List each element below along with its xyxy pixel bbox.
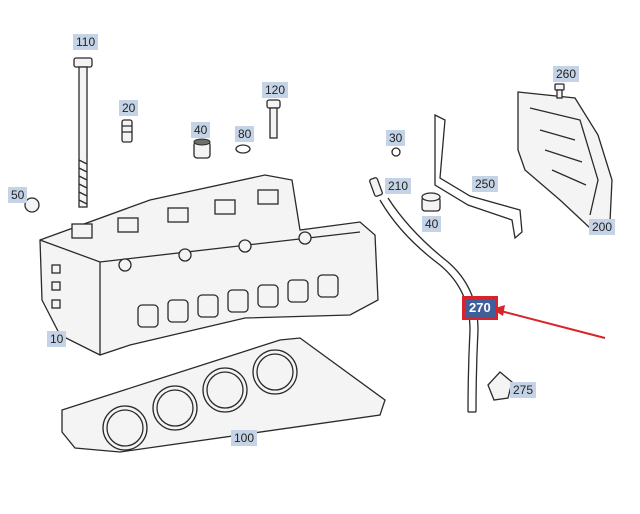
dowel-sleeve[interactable] (121, 119, 133, 143)
cover-screw[interactable] (554, 83, 565, 99)
callout-40-left[interactable]: 40 (191, 122, 211, 138)
callout-120[interactable]: 120 (262, 82, 289, 98)
stud-bolt[interactable] (266, 99, 281, 139)
callout-10[interactable]: 10 (47, 331, 67, 347)
vent-hose[interactable] (369, 177, 479, 413)
plug-right[interactable] (421, 192, 441, 212)
hose-clip[interactable] (487, 371, 513, 401)
small-seal[interactable] (391, 147, 401, 157)
cylinder-head[interactable] (39, 174, 379, 356)
callout-100[interactable]: 100 (231, 430, 258, 446)
cover-gasket[interactable] (434, 113, 523, 240)
callout-80[interactable]: 80 (235, 126, 255, 142)
cylinder-head-gasket[interactable] (61, 337, 386, 453)
cylinder-head-bolt[interactable] (73, 57, 93, 208)
sealing-ring[interactable] (235, 144, 251, 154)
callout-30[interactable]: 30 (386, 130, 406, 146)
callout-20[interactable]: 20 (119, 100, 139, 116)
callout-270[interactable]: 270 (462, 296, 498, 320)
callout-275[interactable]: 275 (510, 382, 537, 398)
callout-260[interactable]: 260 (553, 66, 580, 82)
closing-plug[interactable] (24, 197, 40, 213)
callout-210[interactable]: 210 (385, 178, 412, 194)
callout-110[interactable]: 110 (73, 34, 99, 50)
sealing-plug[interactable] (193, 138, 211, 159)
callout-200[interactable]: 200 (589, 219, 616, 235)
callout-50[interactable]: 50 (8, 187, 28, 203)
timing-cover[interactable] (517, 91, 613, 229)
callout-250[interactable]: 250 (472, 176, 499, 192)
callout-40-right[interactable]: 40 (422, 216, 442, 232)
highlight-arrow (492, 305, 606, 339)
